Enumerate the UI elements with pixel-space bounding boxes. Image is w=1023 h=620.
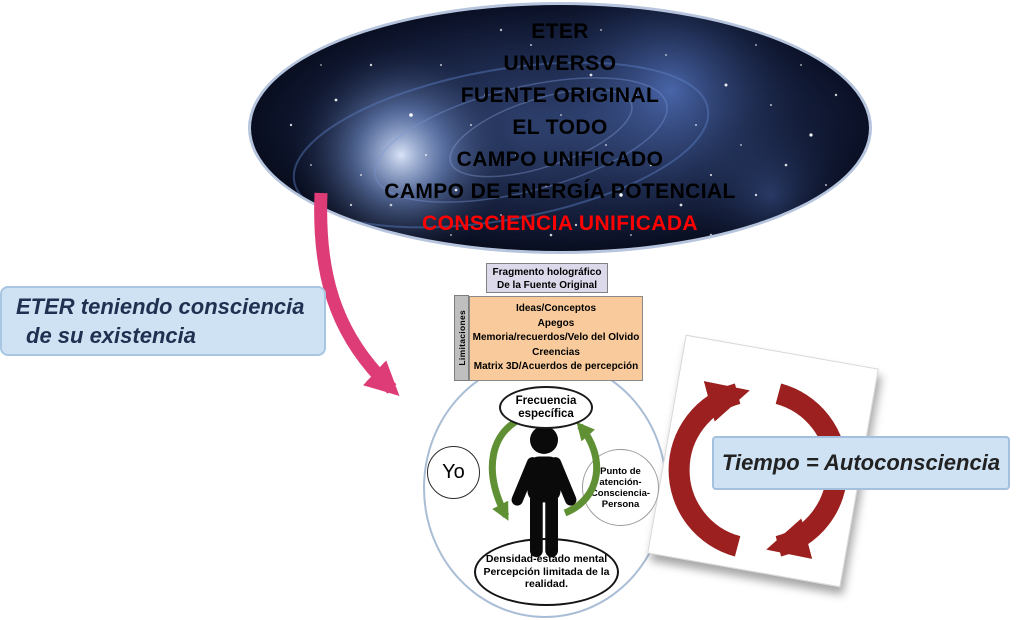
attention-line: atención- — [599, 476, 642, 488]
frequency-line: Frecuencia — [515, 394, 577, 407]
eter-consciousness-callout: ETER teniendo consciencia de su existenc… — [0, 286, 326, 356]
cosmic-label: CAMPO DE ENERGÍA POTENCIAL — [384, 180, 736, 203]
attention-line: Consciencia- — [590, 487, 651, 499]
limitation-item: Creencias — [532, 346, 580, 358]
person-silhouette-icon — [511, 426, 577, 558]
pink-curved-arrow-icon — [314, 192, 400, 396]
density-line: Densidad-estado mental — [485, 553, 608, 566]
yo-label: Yo — [442, 461, 465, 483]
cosmic-ellipse: ETER UNIVERSO FUENTE ORIGINAL EL TODO CA… — [248, 2, 872, 254]
cosmic-label: UNIVERSO — [503, 52, 617, 75]
cosmic-label: EL TODO — [512, 116, 608, 139]
limitations-box: Ideas/Conceptos Apegos Memoria/recuerdos… — [469, 296, 643, 381]
frequency-ellipse: Frecuencia específica — [499, 386, 593, 429]
limitation-item: Ideas/Conceptos — [515, 303, 597, 315]
limitation-item: Matrix 3D/Acuerdos de percepción — [473, 361, 639, 373]
fragment-line: Fragmento holográfico — [492, 267, 602, 278]
cosmic-label: CAMPO UNIFICADO — [456, 148, 664, 171]
limitation-item: Apegos — [537, 317, 575, 329]
time-callout: Tiempo = Autoconsciencia — [712, 436, 1010, 490]
holographic-fragment-box: Fragmento holográfico De la Fuente Origi… — [486, 263, 608, 293]
limitation-item: Memoria/recuerdos/Velo del Olvido — [472, 332, 640, 344]
cosmic-label: FUENTE ORIGINAL — [460, 84, 660, 107]
eter-callout-line: de su existencia — [26, 323, 196, 348]
cosmic-labels: ETER UNIVERSO FUENTE ORIGINAL EL TODO CA… — [251, 5, 869, 251]
limitations-tab: Limitaciones — [454, 295, 469, 381]
density-line: Percepción limitada de la — [483, 565, 610, 578]
starfield-graphic — [286, 5, 866, 251]
cosmic-label-highlight: CONSCIENCIA UNIFICADA — [422, 212, 698, 235]
limitations-tab-label: Limitaciones — [456, 310, 467, 366]
fragment-line: De la Fuente Original — [496, 280, 598, 291]
attention-line: Punto de — [600, 465, 641, 477]
yo-circle: Yo — [427, 446, 480, 499]
density-line: realidad. — [524, 578, 569, 591]
frequency-line: específica — [518, 407, 574, 420]
eter-callout-line: ETER teniendo consciencia — [16, 294, 305, 319]
cosmic-label: ETER — [531, 20, 589, 43]
attention-line: Persona — [601, 498, 640, 510]
time-callout-label: Tiempo = Autoconsciencia — [721, 450, 1001, 475]
